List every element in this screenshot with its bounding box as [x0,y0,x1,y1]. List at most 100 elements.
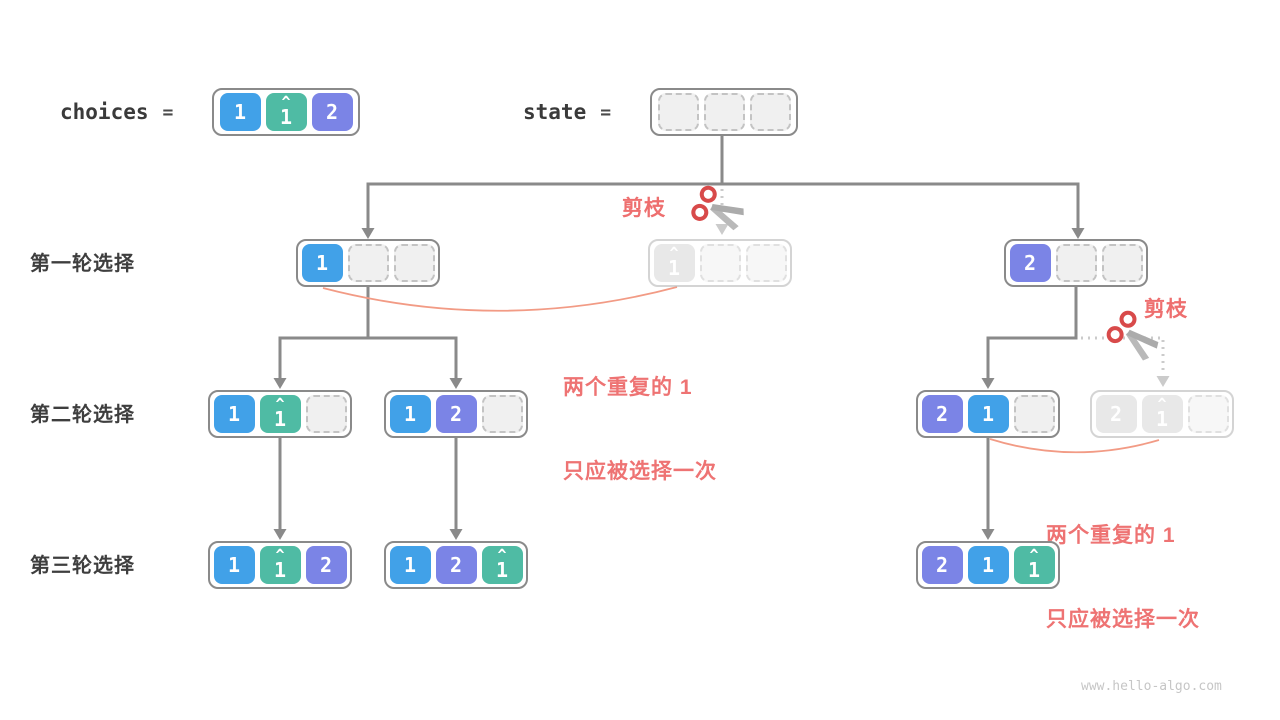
duplicate-note-line1: 两个重复的 1 [1046,524,1176,547]
empty-cell [745,244,787,282]
state-array [650,88,798,136]
empty-cell [1187,395,1229,433]
state-node: 1 [296,239,440,287]
cell-value: 2 [449,402,463,426]
hat-mark: ^ [669,243,679,262]
cell-2: 2 [1095,395,1137,433]
cell-value: 1 [981,553,995,577]
arrowhead [1071,228,1085,239]
cell-value: 1 [273,406,287,431]
duplicate-note-line1: 两个重复的 1 [563,376,693,399]
round-1-label: 第一轮选择 [30,253,135,275]
state-node: 1^1 [208,390,352,438]
cell-value: 2 [1023,251,1037,275]
cell-1-hat: ^1 [653,243,695,282]
cell-value: 1 [981,402,995,426]
pruned-edge-right [1081,336,1165,375]
scissors-icon [1106,310,1159,361]
prune-label-1: 剪枝 [622,197,666,220]
empty-cell [749,93,791,131]
pruned-arrowhead [715,224,729,235]
cell-2: 2 [311,93,353,131]
cell-1: 1 [213,395,255,433]
cell-value: 1 [227,553,241,577]
duplicate-note-line2: 只应被选择一次 [563,460,717,483]
duplicate-link-curve [989,438,1160,454]
hat-mark: ^ [275,545,285,564]
cell-2: 2 [921,395,963,433]
cell-value: 1 [315,251,329,275]
cell-1: 1 [301,244,343,282]
cell-2: 2 [1009,244,1051,282]
empty-cell [305,395,347,433]
choices-label-text: choices [60,100,149,124]
pruned-state-node: 2 ^1 [1090,390,1234,438]
empty-cell [347,244,389,282]
cell-value: 2 [319,553,333,577]
empty-cell [481,395,523,433]
hat-mark: ^ [281,92,291,111]
cell-1-hat: ^1 [1013,545,1055,584]
empty-cell [699,244,741,282]
arrowhead [273,529,287,540]
state-label: state = [523,100,611,124]
cell-value: 1 [273,557,287,582]
cell-value: 1 [279,104,293,129]
empty-cell [1101,244,1143,282]
arrowhead [981,378,995,389]
round-2-label: 第二轮选择 [30,404,135,426]
cell-value: 2 [1109,402,1123,426]
cell-1-hat: ^1 [481,545,523,584]
duplicate-note-line2: 只应被选择一次 [1046,608,1200,631]
empty-cell [1013,395,1055,433]
hat-mark: ^ [1029,545,1039,564]
cell-value: 1 [495,557,509,582]
hat-mark: ^ [497,545,507,564]
watermark: www.hello-algo.com [1081,679,1222,694]
round-3-label: 第三轮选择 [30,555,135,577]
equals-sign: = [162,101,174,123]
cell-value: 1 [233,100,247,124]
prune-label-2: 剪枝 [1144,298,1188,321]
cell-1: 1 [213,546,255,584]
cell-1: 1 [389,395,431,433]
hat-mark: ^ [1157,394,1167,413]
cell-value: 2 [449,553,463,577]
pruned-state-node: ^1 [648,239,792,287]
choices-label: choices = [60,100,173,124]
equals-sign: = [600,101,612,123]
empty-cell [703,93,745,131]
cell-1: 1 [967,395,1009,433]
cell-1-hat: ^1 [259,394,301,433]
cell-1: 1 [389,546,431,584]
arrowhead [449,378,463,389]
empty-cell [1055,244,1097,282]
cell-value: 2 [935,402,949,426]
cell-1-hat: ^1 [1141,394,1183,433]
cell-2: 2 [921,546,963,584]
duplicate-note-2: 两个重复的 1 只应被选择一次 [1046,466,1200,690]
hat-mark: ^ [275,394,285,413]
state-node: 2 [1004,239,1148,287]
empty-cell [393,244,435,282]
arrowhead [981,529,995,540]
cell-1: 1 [219,93,261,131]
cell-value: 1 [403,402,417,426]
pruned-arrowhead [1156,376,1170,387]
scissors-icon [691,185,744,231]
cell-value: 1 [1155,406,1169,431]
cell-value: 1 [667,255,681,280]
cell-value: 1 [1027,557,1041,582]
cell-1-hat: ^1 [259,545,301,584]
duplicate-link-curve [322,286,678,312]
cell-1-hat: ^1 [265,92,307,131]
cell-value: 2 [935,553,949,577]
arrowhead [361,228,375,239]
